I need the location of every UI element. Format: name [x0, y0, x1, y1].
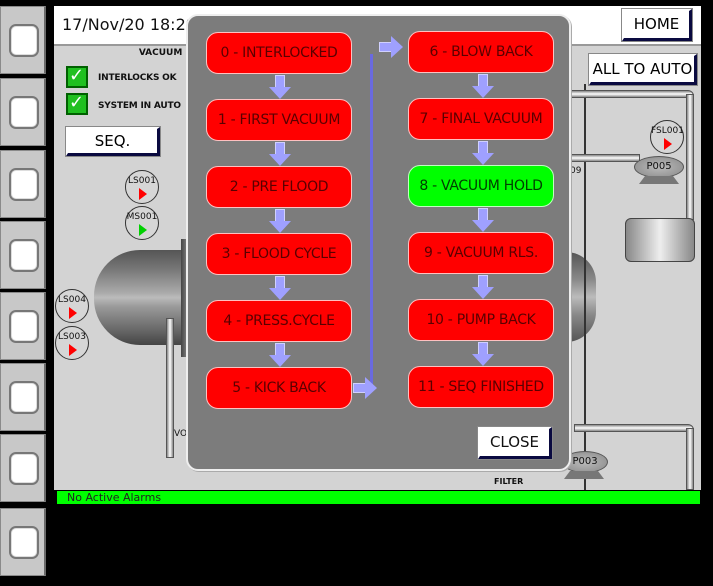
pump-pipe: [570, 154, 640, 162]
pump-base: [564, 471, 604, 479]
soft-key-5[interactable]: [0, 292, 46, 360]
sequence-step-11[interactable]: 11 - SEQ FINISHED: [408, 366, 554, 408]
system-in-auto-label: SYSTEM IN AUTO: [98, 101, 181, 111]
check-icon: ✓: [69, 92, 85, 113]
sensor-tag: LS001: [128, 176, 156, 186]
sequence-step-1[interactable]: 1 - FIRST VACUUM: [206, 99, 352, 141]
arrow-down-icon: [472, 342, 494, 366]
vertical-pipe: [166, 318, 174, 458]
sensor-tag: LS004: [58, 295, 86, 305]
tank: [625, 218, 695, 262]
soft-key-cap: [9, 24, 39, 57]
filter-label: FILTER: [494, 477, 524, 486]
soft-key-cap: [9, 96, 39, 129]
datetime: 17/Nov/20 18:29: [62, 15, 196, 34]
sequence-step-9[interactable]: 9 - VACUUM RLS.: [408, 232, 554, 274]
sensor-tag: FSL001: [651, 126, 684, 136]
sequence-step-3[interactable]: 3 - FLOOD CYCLE: [206, 233, 352, 275]
top-pipe: [570, 90, 694, 98]
status-triangle-icon: [139, 188, 147, 200]
sequence-step-8[interactable]: 8 - VACUUM HOLD: [408, 165, 554, 207]
sequence-step-5[interactable]: 5 - KICK BACK: [206, 367, 352, 409]
pipe-line: [584, 84, 586, 490]
soft-key-cap: [9, 168, 39, 201]
soft-key-3[interactable]: [0, 150, 46, 218]
pump-p005[interactable]: P005: [634, 156, 684, 178]
sequence-popup: 0 - INTERLOCKED 1 - FIRST VACUUM 2 - PRE…: [186, 14, 571, 471]
arrow-down-icon: [269, 343, 291, 367]
sequence-step-0[interactable]: 0 - INTERLOCKED: [206, 32, 352, 74]
vacuum-vessel-right: [566, 252, 596, 342]
soft-key-column: [0, 0, 48, 580]
close-button[interactable]: CLOSE: [477, 426, 553, 460]
interlocks-ok-label: INTERLOCKS OK: [98, 73, 177, 83]
check-icon: ✓: [69, 65, 85, 86]
status-triangle-icon: [139, 224, 147, 236]
system-in-auto-checkbox: ✓: [66, 92, 88, 115]
partial-label: 09: [570, 166, 582, 176]
sequence-step-4[interactable]: 4 - PRESS.CYCLE: [206, 300, 352, 342]
alarm-status-bar[interactable]: No Active Alarms: [57, 491, 700, 504]
sensor-fsl001[interactable]: FSL001: [650, 120, 684, 154]
arrow-down-icon: [269, 142, 291, 166]
all-to-auto-button[interactable]: ALL TO AUTO: [588, 53, 698, 86]
arrow-down-icon: [472, 141, 494, 165]
sensor-ls004[interactable]: LS004: [55, 289, 89, 323]
home-button[interactable]: HOME: [621, 8, 693, 42]
status-triangle-icon: [69, 307, 77, 319]
sensor-tag: MS001: [126, 212, 158, 222]
bottom-pipe: [574, 424, 694, 432]
sensor-ls003[interactable]: LS003: [55, 326, 89, 360]
sensor-ls001[interactable]: LS001: [125, 170, 159, 204]
sensor-ms001[interactable]: MS001: [125, 206, 159, 240]
soft-key-cap: [9, 452, 39, 485]
status-triangle-icon: [69, 344, 77, 356]
sequence-step-6[interactable]: 6 - BLOW BACK: [408, 31, 554, 73]
soft-key-cap: [9, 381, 39, 414]
sequence-connector-line: [370, 54, 373, 386]
soft-key-2[interactable]: [0, 78, 46, 146]
bottom-right-pipe: [686, 428, 694, 490]
status-triangle-icon: [664, 138, 672, 150]
arrow-down-icon: [269, 209, 291, 233]
soft-key-cap: [9, 526, 39, 559]
sensor-tag: LS003: [58, 332, 86, 342]
soft-key-4[interactable]: [0, 221, 46, 289]
arrow-down-icon: [472, 275, 494, 299]
status-panel: ✓ INTERLOCKS OK ✓ SYSTEM IN AUTO: [62, 62, 242, 115]
seq-button[interactable]: SEQ.: [65, 126, 161, 157]
arrow-right-icon: [353, 377, 377, 399]
arrow-down-icon: [472, 74, 494, 98]
arrow-down-icon: [269, 75, 291, 99]
soft-key-cap: [9, 239, 39, 272]
soft-key-8[interactable]: [0, 508, 46, 576]
arrow-right-icon: [379, 36, 403, 58]
sequence-step-10[interactable]: 10 - PUMP BACK: [408, 299, 554, 341]
sequence-step-2[interactable]: 2 - PRE FLOOD: [206, 166, 352, 208]
soft-key-7[interactable]: [0, 434, 46, 502]
interlocks-ok-checkbox: ✓: [66, 65, 88, 88]
arrow-down-icon: [472, 208, 494, 232]
valve-label: VO: [174, 429, 188, 439]
soft-key-6[interactable]: [0, 363, 46, 431]
soft-key-1[interactable]: [0, 6, 46, 74]
right-pipe: [686, 94, 694, 220]
screen-title: VACUUM H: [138, 48, 193, 58]
arrow-down-icon: [269, 276, 291, 300]
sequence-step-7[interactable]: 7 - FINAL VACUUM: [408, 98, 554, 140]
soft-key-cap: [9, 310, 39, 343]
pump-base: [639, 176, 679, 184]
